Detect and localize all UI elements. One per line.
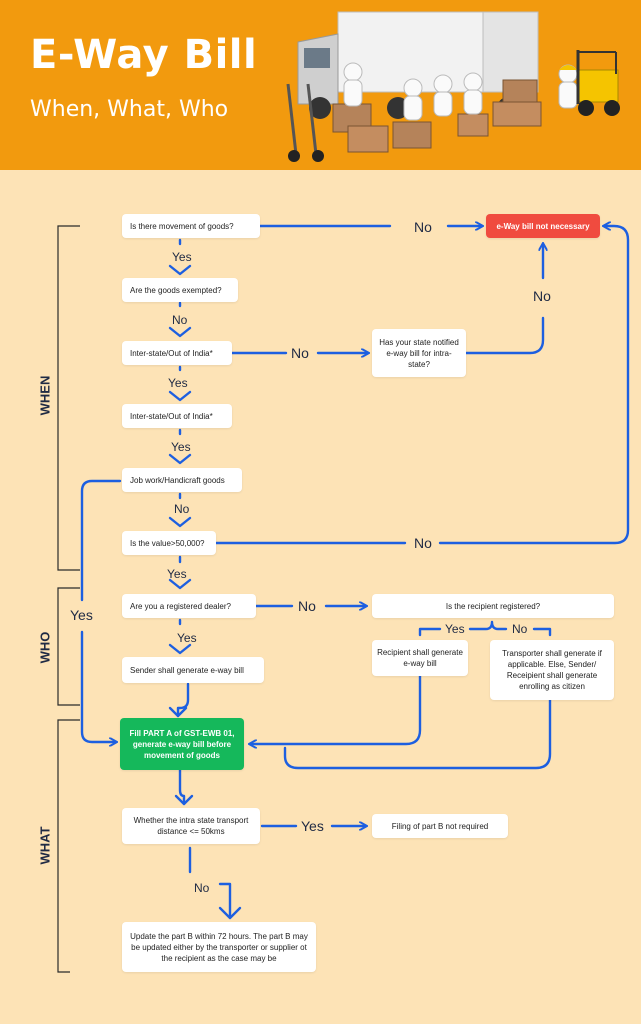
node-part-b-not-required: Filing of part B not required [372,814,508,838]
header-banner: E-Way Bill When, What, Who [0,0,641,170]
node-registered-dealer: Are you a registered dealer? [122,594,256,618]
node-recipient-generate: Recipient shall generate e-way bill [372,640,468,676]
node-transporter-generate: Transporter shall generate if applicable… [490,640,614,700]
label-no-movement: No [414,219,432,235]
page-title: E-Way Bill [30,32,258,78]
label-yes-jobwork: Yes [70,607,93,623]
section-label-who: WHO [37,631,53,664]
label-no-state-notified: No [533,288,551,304]
label-no-distance: No [194,881,210,895]
label-yes-registered: Yes [177,631,197,645]
node-movement-of-goods: Is there movement of goods? [122,214,260,238]
label-no-value: No [414,535,432,551]
section-label-what: WHAT [37,826,53,865]
node-jobwork-handicraft: Job work/Handicraft goods [122,468,242,492]
section-label-when: WHEN [37,375,53,416]
node-goods-exempted: Are the goods exempted? [122,278,238,302]
truck-loading-illustration [286,11,620,162]
node-value-over-50000: Is the value>50,000? [122,531,216,555]
label-yes-distance: Yes [301,818,324,834]
label-no-exempted: No [172,313,188,327]
label-yes-value: Yes [167,567,187,581]
label-yes-recipient: Yes [445,622,465,636]
label-no-jobwork: No [174,502,190,516]
node-fill-part-a: Fill PART A of GST-EWB 01, generate e-wa… [120,718,244,770]
node-eway-bill-not-necessary: e-Way bill not necessary [486,214,600,238]
label-no-recipient: No [512,622,528,636]
page-subtitle: When, What, Who [30,97,229,122]
label-yes-interstate-2: Yes [171,440,191,454]
node-intra-state-distance: Whether the intra state transport distan… [122,808,260,844]
label-no-interstate: No [291,345,309,361]
label-no-registered: No [298,598,316,614]
node-update-part-b: Update the part B within 72 hours. The p… [122,922,316,972]
node-recipient-registered: Is the recipient registered? [372,594,614,618]
label-yes-movement: Yes [172,250,192,264]
node-interstate-2: Inter-state/Out of India* [122,404,232,428]
node-interstate-1: Inter-state/Out of India* [122,341,232,365]
label-yes-interstate-1: Yes [168,376,188,390]
node-sender-generate: Sender shall generate e-way bill [122,657,264,683]
node-state-notified: Has your state notified e-way bill for i… [372,329,466,377]
